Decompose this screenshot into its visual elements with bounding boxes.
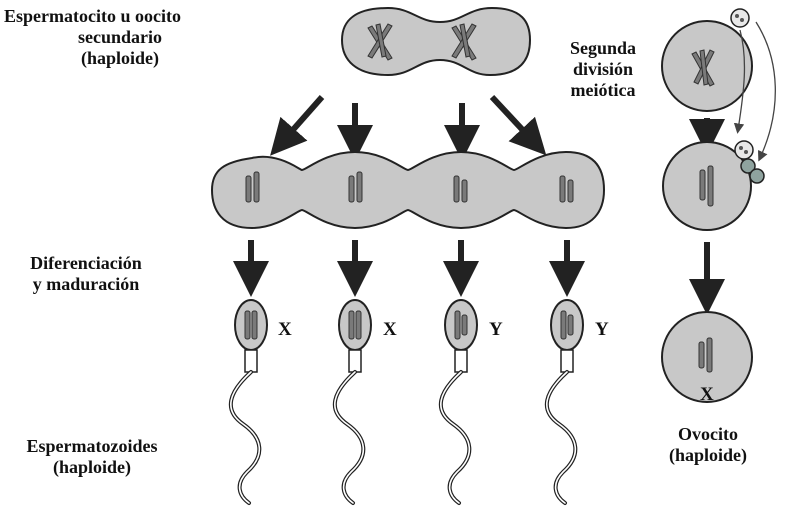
label-spermatozoa-line-1: Espermatozoides bbox=[12, 436, 172, 457]
sperm-head bbox=[445, 300, 477, 350]
chromatid bbox=[246, 176, 251, 202]
chromatid bbox=[462, 180, 467, 202]
chromatid bbox=[561, 311, 566, 339]
label-spermatozoa: Espermatozoides (haploide) bbox=[12, 436, 172, 478]
spermatozoon bbox=[335, 300, 371, 503]
secondary-cell-dividing bbox=[342, 8, 530, 75]
maturation-arrows bbox=[251, 240, 567, 276]
label-ovocyte-line-1: Ovocito bbox=[660, 424, 756, 445]
label-ovocyte-line-2: (haploide) bbox=[660, 445, 756, 466]
label-second-division-line-1: Segunda bbox=[558, 38, 648, 59]
label-second-division-line-2: división bbox=[558, 59, 648, 80]
label-secondary-cell-line-3: (haploide) bbox=[4, 48, 236, 69]
ovocyte-chromosome-label: X bbox=[700, 384, 714, 405]
label-spermatozoa-line-2: (haploide) bbox=[12, 457, 172, 478]
oocyte-dividing bbox=[663, 141, 764, 230]
sperm-midpiece bbox=[349, 350, 361, 372]
division-arrows bbox=[284, 97, 532, 140]
label-secondary-cell-line-1: Espermatocito u oocito bbox=[4, 6, 236, 27]
label-second-division-line-3: meiótica bbox=[558, 80, 648, 101]
sperm-head bbox=[339, 300, 371, 350]
chromatid bbox=[560, 176, 565, 202]
sperm-head bbox=[235, 300, 267, 350]
label-differentiation-line-2: y maduración bbox=[12, 274, 160, 295]
sperm-chromosome-label-3: Y bbox=[489, 319, 503, 340]
sperm-chromosome-label-1: X bbox=[278, 319, 292, 340]
arrow-1 bbox=[284, 97, 322, 140]
chromatid bbox=[357, 172, 362, 202]
label-secondary-cell: Espermatocito u oocito secundario (haplo… bbox=[4, 6, 236, 69]
spermatozoon bbox=[547, 300, 583, 503]
label-second-division: Segunda división meiótica bbox=[558, 38, 648, 101]
chromatid bbox=[356, 311, 361, 339]
label-ovocyte: Ovocito (haploide) bbox=[660, 424, 756, 466]
chromatid bbox=[455, 311, 460, 339]
chromatid bbox=[252, 311, 257, 339]
chromatid bbox=[349, 311, 354, 339]
chromatid bbox=[254, 172, 259, 202]
sperm-midpiece bbox=[561, 350, 573, 372]
sperm-midpiece bbox=[245, 350, 257, 372]
chromatid bbox=[349, 176, 354, 202]
label-differentiation: Diferenciación y maduración bbox=[12, 253, 160, 295]
chromatid bbox=[245, 311, 250, 339]
four-cell-chain bbox=[212, 152, 604, 228]
sperm-head bbox=[551, 300, 583, 350]
sperm-chromosome-label-2: X bbox=[383, 319, 397, 340]
chromatid bbox=[568, 315, 573, 335]
oocyte-secondary bbox=[662, 9, 752, 111]
sperm-chromosome-label-4: Y bbox=[595, 319, 609, 340]
chromatid bbox=[454, 176, 459, 202]
label-secondary-cell-line-2: secundario bbox=[4, 27, 236, 48]
sperm-midpiece bbox=[455, 350, 467, 372]
arrow-4 bbox=[492, 97, 532, 140]
spermatozoon bbox=[231, 300, 267, 503]
label-differentiation-line-1: Diferenciación bbox=[12, 253, 160, 274]
chromatid bbox=[568, 180, 573, 202]
polar-body-first bbox=[731, 9, 749, 27]
chromatid bbox=[462, 315, 467, 335]
spermatozoon bbox=[441, 300, 477, 503]
